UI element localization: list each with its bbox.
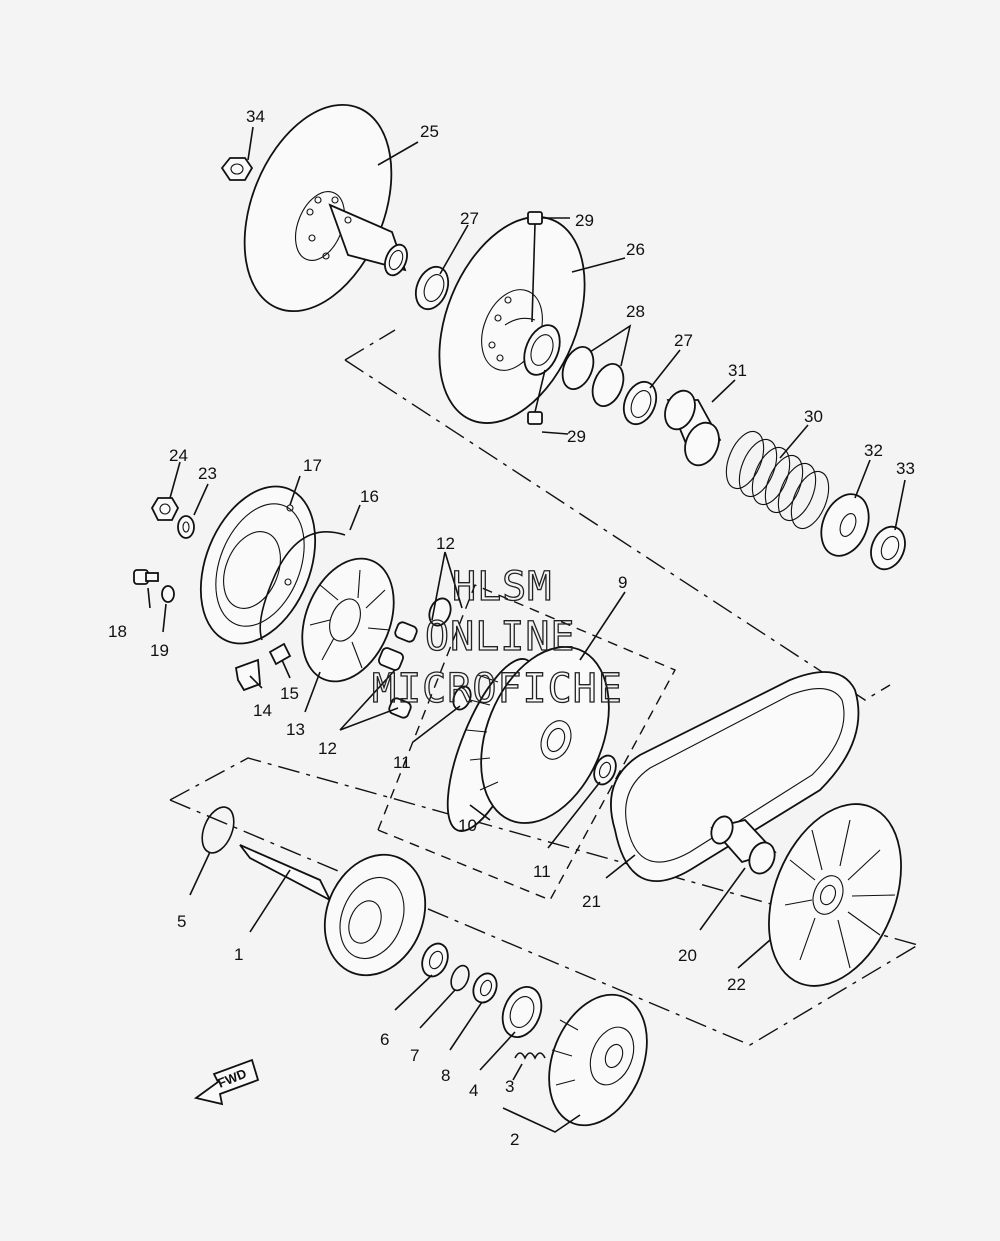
callout-18: 18 <box>108 622 127 641</box>
callout-26: 26 <box>626 240 645 259</box>
cam-cover-17[interactable] <box>179 469 337 660</box>
callout-27-lower: 27 <box>674 331 693 350</box>
clutch-carrier-2[interactable] <box>531 980 665 1140</box>
callout-2: 2 <box>510 1130 519 1149</box>
bolt-18[interactable] <box>133 569 159 585</box>
callout-12-bottom: 12 <box>318 739 337 758</box>
callout-21: 21 <box>582 892 601 911</box>
slider-15[interactable] <box>268 642 292 666</box>
callout-28: 28 <box>626 302 645 321</box>
bearing-6[interactable] <box>418 940 453 981</box>
oil-seal-11-left[interactable] <box>450 684 474 712</box>
primary-sliding-sheave-10[interactable] <box>430 628 634 842</box>
secondary-sliding-sheave[interactable] <box>411 196 612 445</box>
callout-8: 8 <box>441 1066 450 1085</box>
callout-31: 31 <box>728 361 747 380</box>
washer-23[interactable] <box>177 515 195 539</box>
callout-19: 19 <box>150 641 169 660</box>
callout-14: 14 <box>253 701 272 720</box>
one-way-clutch-4[interactable] <box>496 981 549 1043</box>
callout-13: 13 <box>286 720 305 739</box>
leader-lines <box>147 126 906 1133</box>
oil-seal-27-lower[interactable] <box>618 377 662 429</box>
washer-19[interactable] <box>161 585 175 603</box>
callout-12-top: 12 <box>436 534 455 553</box>
circlip-5[interactable] <box>196 803 240 858</box>
forward-direction-arrow: FWD <box>193 1058 260 1106</box>
callout-23: 23 <box>198 464 217 483</box>
guide-pin-29-top[interactable] <box>527 211 570 323</box>
spring-clip-16[interactable] <box>259 531 346 641</box>
callout-34: 34 <box>246 107 265 126</box>
spring-3[interactable] <box>514 1052 546 1060</box>
watermark-line-3: MICROFICHE <box>372 666 623 712</box>
callout-16: 16 <box>360 487 379 506</box>
callout-22: 22 <box>727 975 746 994</box>
secondary-fixed-sheave[interactable] <box>216 83 419 333</box>
callout-15: 15 <box>280 684 299 703</box>
callout-11-right: 11 <box>533 862 551 881</box>
nut-34[interactable] <box>220 157 254 181</box>
v-belt-21[interactable] <box>610 671 860 883</box>
callout-29-top: 29 <box>575 211 594 230</box>
callout-1: 1 <box>234 945 243 964</box>
callout-27-upper: 27 <box>460 209 479 228</box>
callout-17: 17 <box>303 456 322 475</box>
callout-20: 20 <box>678 946 697 965</box>
callout-9: 9 <box>618 573 627 592</box>
leader-12-bottom <box>339 669 399 731</box>
callout-29-bottom: 29 <box>567 427 586 446</box>
watermark-line-1: HLSM <box>452 564 552 610</box>
nut-33[interactable] <box>865 522 911 575</box>
clutch-housing-1[interactable] <box>239 840 443 991</box>
oil-seal-11-right[interactable] <box>590 752 620 787</box>
callout-24: 24 <box>169 446 188 465</box>
cam-plate-13[interactable] <box>285 545 411 695</box>
leader-12-top <box>431 551 463 621</box>
nut-24[interactable] <box>150 497 180 521</box>
washer-32[interactable] <box>813 487 878 563</box>
callout-10: 10 <box>458 816 477 835</box>
collar-8[interactable] <box>469 970 501 1006</box>
o-ring-28[interactable] <box>557 324 632 411</box>
callout-33: 33 <box>896 459 915 478</box>
callout-11-left: 11 <box>393 753 411 772</box>
callout-numbers: 34 25 27 29 26 28 27 31 30 29 32 33 24 2… <box>108 107 915 1149</box>
slider-14[interactable] <box>234 658 261 692</box>
callout-7: 7 <box>410 1046 419 1065</box>
compression-spring-30[interactable] <box>719 426 836 534</box>
spring-seat-31[interactable] <box>660 386 726 470</box>
watermark: HLSM ONLINE MICROFICHE <box>371 563 623 712</box>
primary-sheave-dashed-box <box>377 584 676 901</box>
oil-seal-27-upper[interactable] <box>410 262 454 314</box>
callout-4: 4 <box>469 1081 478 1100</box>
callout-6: 6 <box>380 1030 389 1049</box>
watermark-line-2: ONLINE <box>425 614 576 660</box>
callout-3: 3 <box>505 1077 514 1096</box>
callout-25: 25 <box>420 122 439 141</box>
upper-group-frame <box>344 329 891 701</box>
guide-pin-29-bottom[interactable] <box>527 369 569 435</box>
weight-rollers-12[interactable] <box>377 595 454 719</box>
callout-30: 30 <box>804 407 823 426</box>
callout-5: 5 <box>177 912 186 931</box>
circlip-7[interactable] <box>448 963 473 993</box>
primary-fixed-sheave-22[interactable] <box>744 784 926 1005</box>
collar-20[interactable] <box>707 813 779 877</box>
callout-32: 32 <box>864 441 883 460</box>
